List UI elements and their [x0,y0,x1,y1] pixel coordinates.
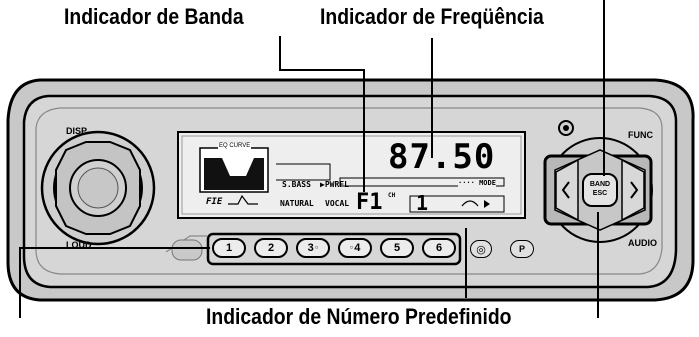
preset-button-4[interactable]: ○4 [338,238,372,258]
preset-button-2-label: 2 [267,242,275,254]
p-button-label: P [518,244,525,254]
preset-button-3[interactable]: 3○ [296,238,330,258]
eq-curve-graphic [199,147,269,193]
vocal-label: VOCAL [325,199,350,208]
disp-label: DISP [66,126,88,136]
preset-number-indicator-callout: Indicador de Número Predefinido [206,304,512,329]
preset-button-1-label: 1 [225,242,233,254]
preset-button-6-label: 6 [435,242,443,254]
circle-icon: ○ [349,245,354,251]
preset-indicator-frame [409,195,505,213]
preset-button-6[interactable]: 6 [422,238,456,258]
preset-button-5-label: 5 [393,242,401,254]
sbass-label: S.BASS [282,180,311,189]
band-indicator-callout: Indicador de Banda [64,4,244,29]
preset-number-readout: 1 [416,191,429,215]
mode-label: ···· MODE [458,179,496,187]
p-button[interactable]: P [510,240,534,258]
band-esc-label: BAND ESC [583,180,617,198]
lcd-status-bar [339,177,505,187]
band-readout: F1 [356,190,383,215]
preset-buttons-row: 1 2 3○ ○4 5 6 [212,238,456,260]
audio-label: AUDIO [628,238,657,248]
circle-icon: ○ [314,245,319,251]
preset-button-5[interactable]: 5 [380,238,414,258]
frequency-indicator-callout: Indicador de Freqüência [320,4,544,29]
left-arrow-button[interactable] [555,158,579,222]
pwrfl-label: ▶PWRFL [320,180,349,189]
callout-leader-lines [19,0,605,318]
band-label: BAND [589,181,611,188]
fie-label: FIE [206,197,223,207]
eq-curve-label: EQ CURVE [218,143,252,149]
faceplate-inner-line [35,107,663,275]
preset-button-3-label: 3 [307,242,314,254]
frequency-readout: 87.50 [388,137,496,177]
power-button[interactable]: ◎ [470,240,492,258]
preset-button-2[interactable]: 2 [254,238,288,258]
loud-label: LOUD [66,240,92,250]
func-label: FUNC [628,130,653,140]
band-esc-button[interactable] [582,173,618,207]
preset-button-4-label: 4 [354,242,361,254]
natural-label: NATURAL [280,199,314,208]
esc-label: ESC [592,190,608,197]
volume-knob[interactable] [40,130,156,246]
blank-button[interactable] [171,239,203,261]
preset-button-1[interactable]: 1 [212,238,246,258]
ch-label: CH [388,192,396,199]
right-arrow-button[interactable] [621,158,645,222]
power-icon: ◎ [476,243,486,256]
